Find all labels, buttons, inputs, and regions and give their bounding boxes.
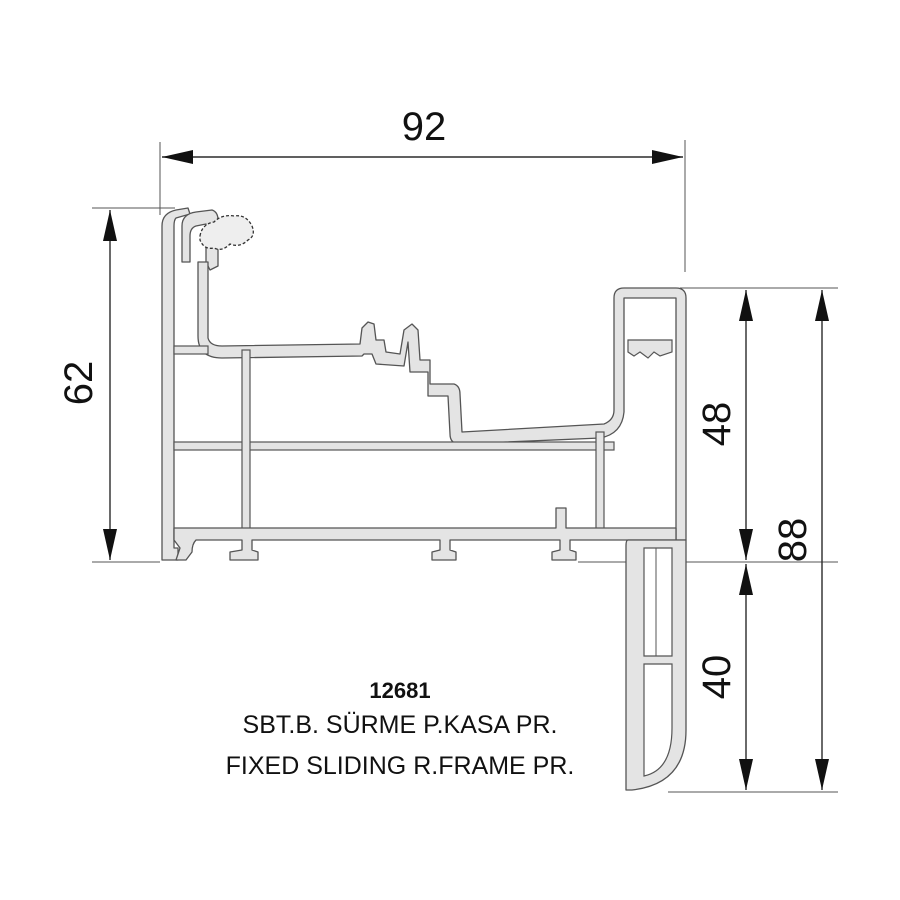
- extension-lines: [92, 140, 838, 793]
- product-label: 12681 SBT.B. SÜRME P.KASA PR. FIXED SLID…: [226, 678, 575, 780]
- profile-cross-section: [161, 207, 687, 791]
- height-total-label: 88: [771, 518, 815, 563]
- left-wall: [161, 207, 191, 561]
- height-upper-label: 48: [695, 402, 739, 447]
- dimension-height-lower: 40: [695, 564, 753, 790]
- dimension-width: 92: [162, 105, 683, 164]
- product-name-tr: SBT.B. SÜRME P.KASA PR.: [243, 711, 558, 739]
- left-chamber-web: [241, 349, 251, 533]
- top-right-chamber-lip: [627, 339, 673, 359]
- upper-left-web: [173, 345, 209, 355]
- arrow-left: [162, 150, 193, 164]
- lower-leg-chamber-lower: [643, 663, 673, 777]
- gasket-seal: [199, 214, 254, 250]
- inner-top-web: [197, 261, 687, 541]
- arrow-right: [652, 150, 683, 164]
- middle-web: [173, 441, 615, 451]
- product-code: 12681: [369, 678, 430, 703]
- dimension-height-left: 62: [57, 210, 117, 560]
- product-name-en: FIXED SLIDING R.FRAME PR.: [226, 752, 575, 780]
- right-chamber-web: [595, 431, 605, 533]
- width-label: 92: [402, 105, 447, 149]
- bottom-base: [173, 507, 677, 561]
- height-lower-label: 40: [695, 655, 739, 700]
- lower-leg-chamber-upper: [643, 547, 673, 657]
- height-left-label: 62: [57, 361, 101, 406]
- dimension-height-total: 88: [771, 290, 829, 790]
- dimension-height-upper: 48: [695, 290, 753, 560]
